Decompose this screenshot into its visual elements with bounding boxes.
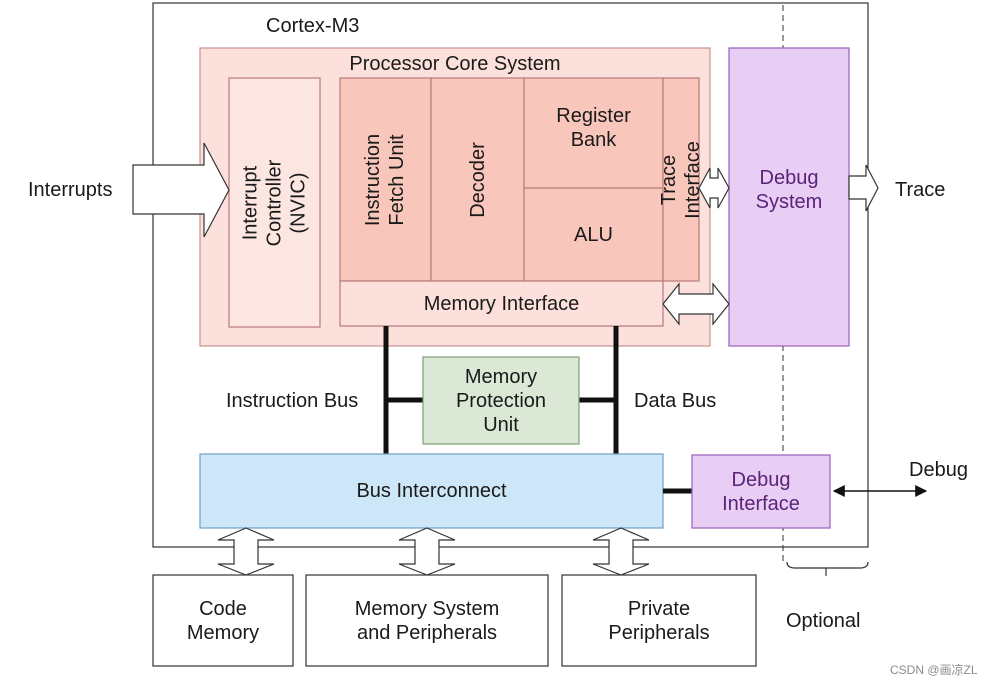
trace-interface: Trace Interface: [658, 78, 704, 281]
trace-label: Trace: [895, 179, 946, 201]
interrupt-controller: Interrupt Controller (NVIC): [229, 78, 320, 327]
interrupt-controller-box: [228, 77, 321, 328]
decoder: Decoder: [431, 78, 524, 281]
private-peripherals-label: Private Peripherals: [608, 597, 710, 644]
private-peripherals-box: [561, 574, 757, 667]
debug-interface-label: Debug Interface: [722, 468, 800, 515]
trace-output-arrow: [848, 164, 879, 212]
register-bank-box: [523, 77, 664, 189]
memory-interface-label: Memory Interface: [423, 292, 580, 315]
decoder-label: Decoder: [466, 141, 489, 218]
memory-protection-unit-label: Memory Protection Unit: [455, 365, 547, 436]
optional-label: Optional: [786, 610, 861, 632]
trace-interface-label: Trace Interface: [658, 140, 705, 219]
trace-interface-box: [662, 77, 700, 282]
bus-interconnect-box: [199, 453, 664, 529]
register-bank-label: Register Bank: [556, 105, 631, 151]
processor-core-system-label: Processor Core System: [349, 53, 561, 75]
alu-box: [523, 187, 664, 282]
debug-system-box: [728, 47, 850, 347]
instruction-fetch-unit: Instruction Fetch Unit: [340, 78, 431, 281]
memory-system-box: [305, 574, 549, 667]
bus-interconnect-label: Bus Interconnect: [356, 480, 507, 502]
debug-system-label: Debug System: [755, 167, 823, 213]
code-memory-box: [152, 574, 294, 667]
interrupts-arrow: [132, 142, 230, 238]
interrupts-label: Interrupts: [28, 179, 113, 201]
code-memory-label: Code Memory: [186, 597, 260, 644]
instruction-bus-label: Instruction Bus: [226, 390, 359, 412]
data-bus-label: Data Bus: [634, 390, 717, 412]
debug-interface-box: [691, 454, 831, 529]
memory-system-label: Memory System and Peripherals: [354, 597, 500, 644]
trace-debug-double-arrow: [698, 167, 730, 209]
optional-bracket: [786, 561, 869, 569]
debug-port-label: Debug: [909, 459, 968, 481]
memory-protection-unit-box: [422, 356, 580, 445]
instruction-fetch-unit-box: [339, 77, 432, 282]
memory-debug-double-arrow: [662, 282, 730, 326]
interrupt-controller-label: Interrupt Controller (NVIC): [239, 159, 310, 246]
decoder-box: [430, 77, 525, 282]
cortex-m3-title: Cortex-M3: [266, 15, 360, 37]
alu-label: ALU: [574, 223, 613, 246]
watermark-text: CSDN @画凉ZL: [890, 663, 978, 677]
instruction-fetch-unit-label: Instruction Fetch Unit: [362, 133, 409, 226]
